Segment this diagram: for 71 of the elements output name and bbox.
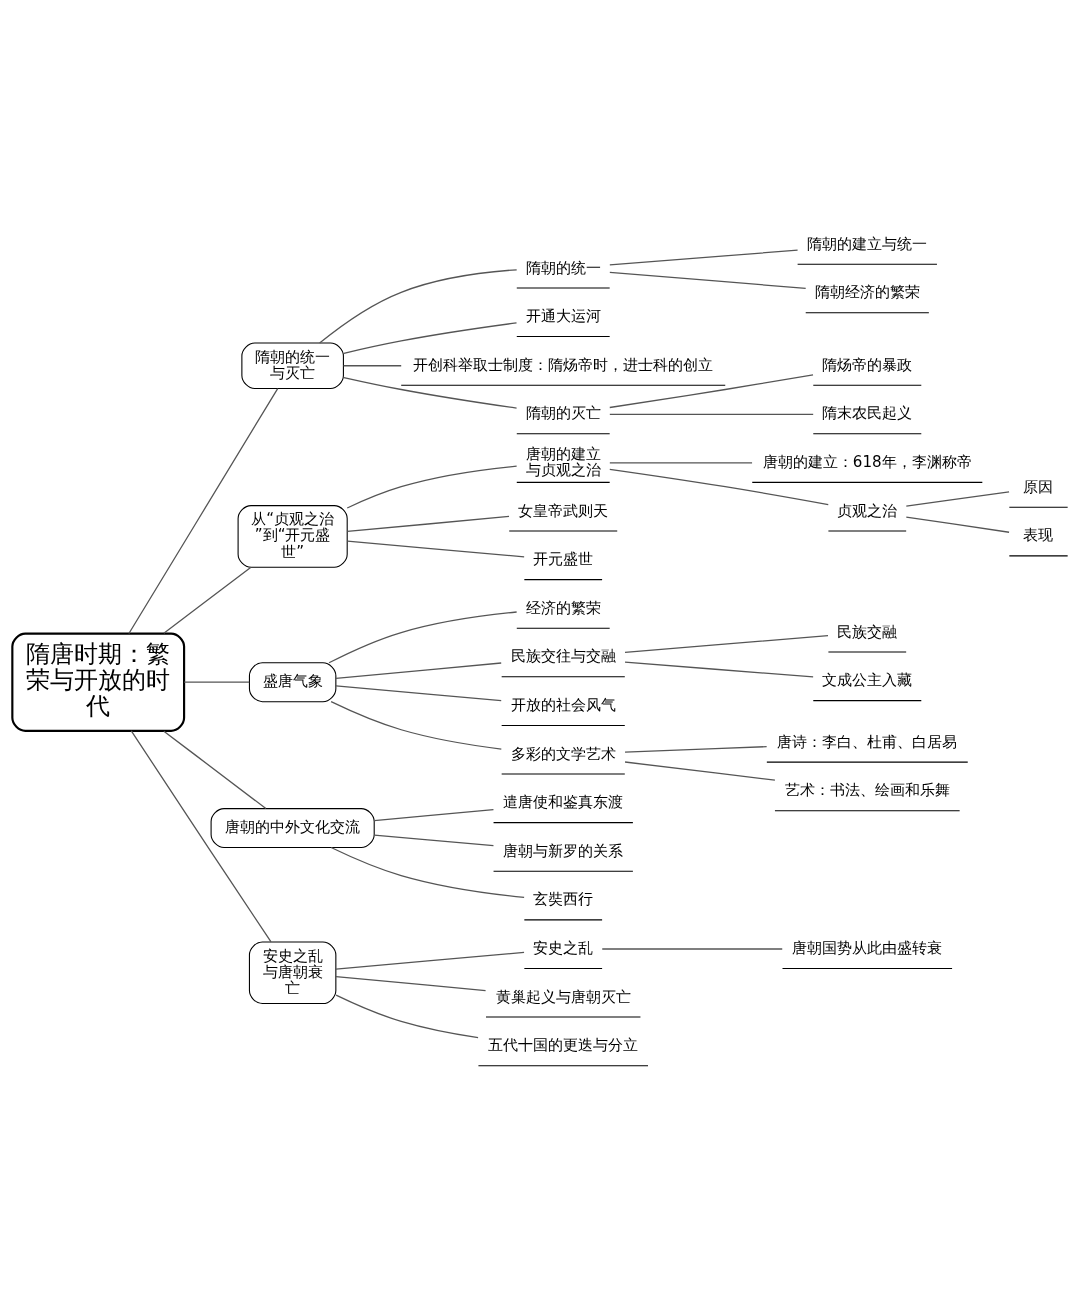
node-text: 唐朝的建立与贞观之治 [525, 444, 601, 479]
connector [335, 975, 487, 991]
node-text: 艺术：书法、绘画和乐舞 [784, 780, 950, 799]
connector [601, 947, 783, 950]
node-text: 经济的繁荣 [525, 598, 601, 617]
node-text: 开元盛世 [533, 549, 594, 568]
connector [624, 760, 776, 781]
node-text: 玄奘西行 [533, 889, 594, 908]
connector [905, 516, 1010, 533]
connector [346, 465, 518, 509]
node-text: 开创科举取士制度：隋炀帝时，进士科的创立 [413, 355, 714, 374]
node-text: 表现 [1023, 525, 1054, 544]
node-box: 隋朝的统一与灭亡 [241, 342, 344, 389]
connector [609, 271, 807, 289]
node-text: 原因 [1023, 477, 1054, 496]
connector [318, 268, 518, 344]
connector [609, 461, 753, 464]
node-text: 文成公主入藏 [822, 670, 913, 689]
node-text: 开通大运河 [525, 306, 601, 325]
connector [335, 661, 502, 679]
node-text: 唐朝与新罗的关系 [503, 841, 624, 860]
node-box: 安史之乱与唐朝衰亡 [248, 940, 337, 1004]
node-text: 唐朝国势从此由盛转衰 [792, 938, 943, 957]
connector [609, 413, 814, 415]
connector [346, 515, 510, 532]
connector [130, 729, 272, 943]
connector [335, 994, 479, 1038]
node-text: 多彩的文学艺术 [510, 744, 616, 763]
connector [609, 249, 799, 266]
connector [342, 364, 402, 366]
node-text: 隋末农民起义 [822, 403, 913, 422]
node-text: 唐朝的建立：618年，李渊称帝 [762, 452, 972, 471]
connector [609, 373, 814, 408]
connector [624, 745, 768, 753]
node-text: 隋朝的建立与统一 [807, 234, 928, 253]
node-text: 隋朝经济的繁荣 [814, 282, 920, 301]
node-box: 唐朝的中外文化交流 [210, 807, 375, 848]
node-text: 女皇帝武则天 [518, 501, 609, 520]
node-text: 贞观之治 [837, 501, 898, 520]
connector [163, 566, 252, 634]
connector [373, 834, 495, 846]
node-text: 黄巢起义与唐朝灭亡 [495, 987, 631, 1006]
connector [183, 681, 250, 683]
node-text: 遣唐使和鉴真东渡 [503, 792, 624, 811]
connector [335, 951, 525, 970]
node-box: 盛唐气象 [248, 661, 337, 702]
node-text: 隋炀帝的暴政 [822, 355, 913, 374]
node-text: 隋朝的统一 [525, 258, 601, 277]
node-box: 从“贞观之治”到“开元盛世” [237, 504, 348, 568]
connector [624, 634, 829, 653]
connector [373, 808, 495, 821]
connector [624, 661, 814, 678]
node-text: 隋朝的灭亡 [525, 403, 601, 422]
connector [343, 321, 518, 354]
node-text: 民族交往与交融 [510, 646, 616, 665]
node-text: 五代十国的更迭与分立 [488, 1035, 639, 1054]
connector [328, 610, 518, 663]
node-text: 开放的社会风气 [510, 695, 616, 714]
connector [335, 684, 502, 701]
node-text: 民族交融 [837, 622, 898, 641]
connector [343, 376, 518, 409]
node-text: 安史之乱 [533, 938, 594, 957]
node-text: 唐诗：李白、杜甫、白居易 [777, 732, 958, 751]
connector [905, 490, 1010, 507]
connector [128, 387, 279, 634]
connector [163, 730, 267, 809]
connector [330, 846, 525, 898]
connector [609, 468, 829, 505]
node-box: 隋唐时期：繁荣与开放的时代 [11, 632, 186, 732]
connector [346, 540, 525, 557]
connector [330, 700, 502, 750]
